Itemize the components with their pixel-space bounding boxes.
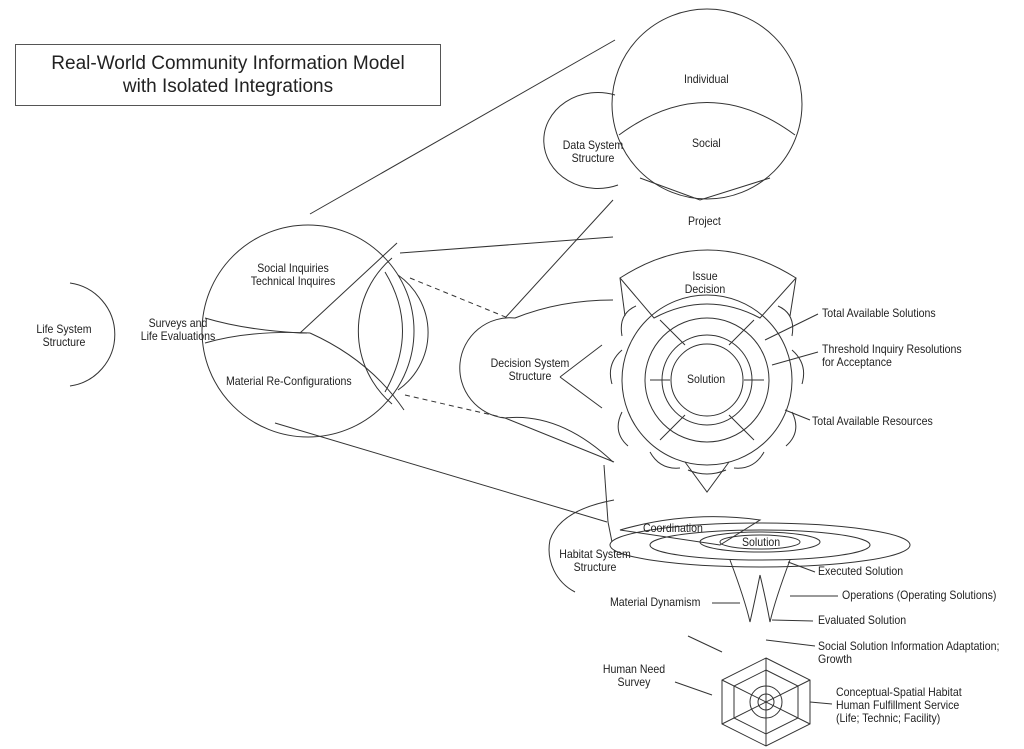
connector-top-wide — [310, 40, 615, 214]
leader-adaptation — [766, 640, 815, 646]
coordination-label: Coordination — [643, 521, 703, 535]
integration-inner-arc-3 — [385, 272, 403, 392]
total-solutions-label: Total Available Solutions — [822, 306, 936, 320]
leader-total-resources — [785, 410, 810, 420]
solution-gear-lobes — [610, 306, 803, 468]
issue-sector — [620, 250, 796, 318]
connector-decision-to-habitat — [505, 418, 614, 462]
title-box: Real-World Community Information Model w… — [15, 44, 441, 106]
habitat-connector — [608, 522, 612, 542]
decision-arrow-up — [560, 345, 602, 377]
integration-inner-arc-2 — [398, 275, 428, 390]
habitat-funnel-left — [730, 560, 760, 622]
leader-human-need — [675, 682, 712, 695]
integration-lower-curve — [205, 332, 310, 343]
coordination-disc-outer — [610, 523, 910, 567]
leader-executed — [788, 562, 815, 572]
data-system-bulge — [544, 92, 618, 188]
solution-spokes — [650, 320, 764, 440]
connector-middle-top — [400, 237, 613, 253]
integration-inner-arc-1 — [358, 258, 392, 404]
data-system-circle — [612, 9, 802, 199]
solution-center-label: Solution — [687, 372, 726, 386]
decision-system-bulge — [460, 300, 613, 462]
solution-habitat-label: Solution — [742, 535, 781, 549]
evaluated-label: Evaluated Solution — [818, 613, 907, 627]
material-dynamism-label: Material Dynamism — [610, 595, 701, 609]
material-reconfig-label: Material Re-Configurations — [226, 374, 352, 388]
integration-lower-diag — [310, 333, 404, 410]
project-label: Project — [688, 214, 721, 228]
data-system-divider — [619, 103, 795, 136]
hexagon-spokes — [722, 658, 810, 746]
decision-arrow-down — [560, 377, 602, 408]
total-resources-label: Total Available Resources — [812, 414, 933, 428]
title-line-2: with Isolated Integrations — [122, 76, 334, 97]
operations-label: Operations (Operating Solutions) — [842, 588, 997, 602]
coordination-disc-mid — [650, 530, 870, 560]
solution-ring-outer — [622, 295, 792, 465]
title-line-1: Real-World Community Information Model — [51, 53, 405, 74]
hexagon-core-outer — [750, 686, 782, 718]
habitat-to-human — [688, 636, 722, 652]
habitat-system-bulge — [549, 500, 614, 592]
executed-label: Executed Solution — [818, 564, 904, 578]
data-system-bottom-spike — [640, 178, 770, 200]
solution-ring-core — [671, 344, 743, 416]
social-label: Social — [692, 136, 721, 150]
leader-conceptual — [810, 702, 832, 704]
integration-circle — [202, 225, 414, 437]
connector-bottom-wide — [275, 423, 607, 522]
coordination-top-plate — [620, 517, 760, 545]
connector-dashed-lower — [405, 395, 505, 418]
integration-diagonal — [300, 243, 397, 333]
solution-bottom-fan-arc — [688, 470, 726, 474]
solution-ring-mid — [645, 318, 769, 442]
coordination-disc-core — [720, 535, 800, 549]
issue-sector-left-spoke — [620, 278, 625, 316]
leader-evaluated — [772, 620, 813, 621]
leader-total-solutions — [765, 314, 818, 340]
issue-sector-right-spoke — [790, 278, 796, 316]
connector-decision-to-project — [505, 200, 613, 318]
solution-bottom-fan — [685, 462, 729, 492]
life-system-arc — [70, 283, 115, 386]
connector-habitat-vert — [604, 465, 608, 522]
leader-threshold — [772, 352, 818, 365]
habitat-funnel-right — [760, 560, 790, 622]
individual-label: Individual — [684, 72, 729, 86]
social-adaptation-label: Social Solution Information Adaptation;G… — [818, 639, 1000, 666]
hexagon-core-inner — [758, 694, 774, 710]
